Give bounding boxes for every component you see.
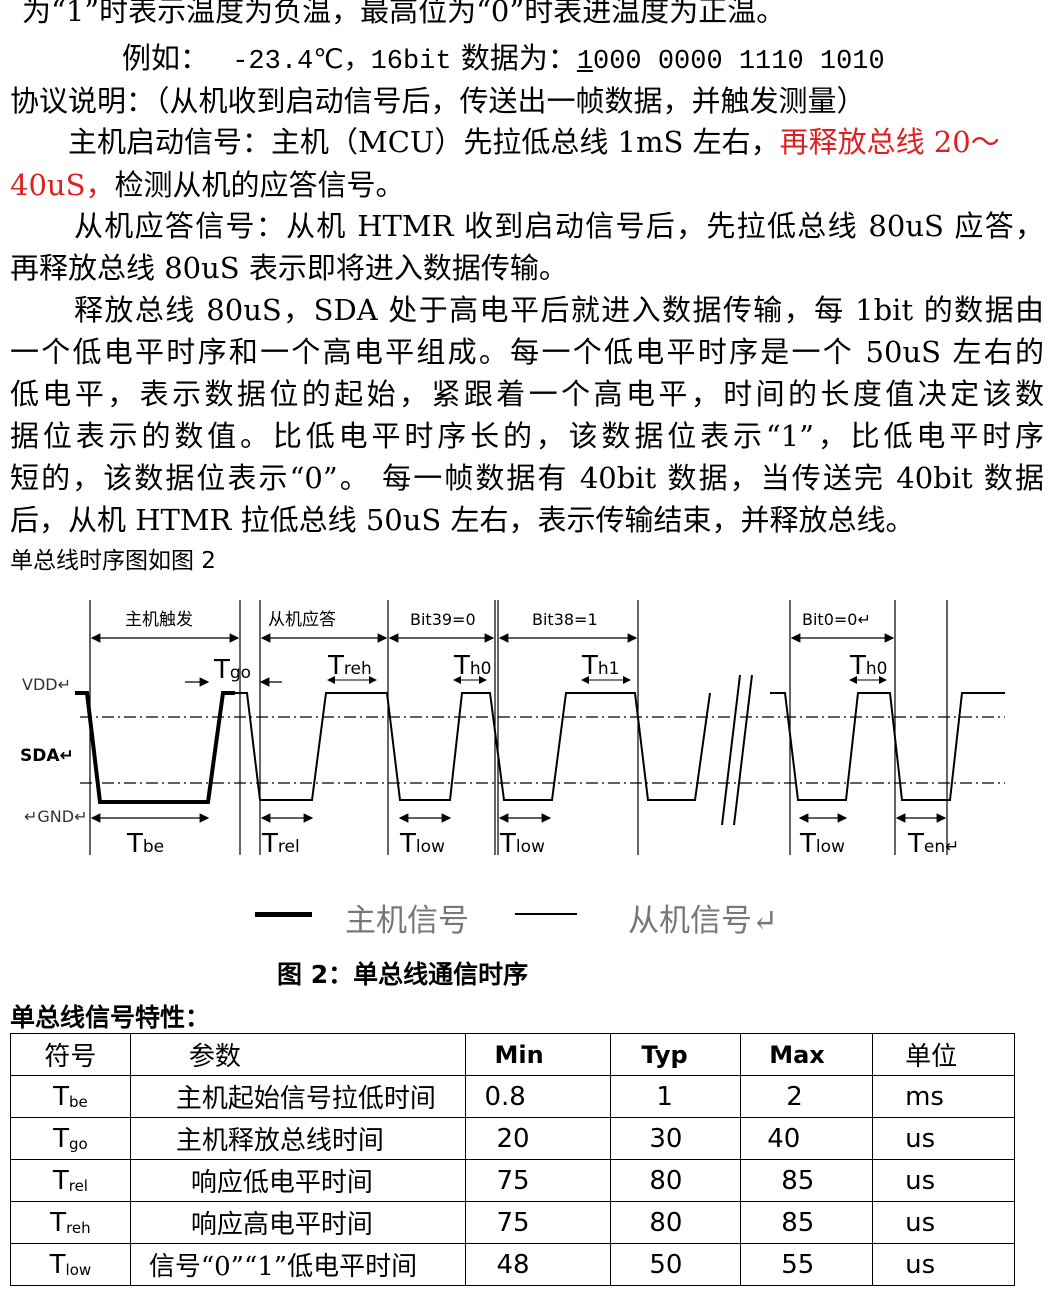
header-param: 参数 <box>129 1033 467 1076</box>
timing-trel: Trel <box>261 829 300 859</box>
table-row: Tlow 信号“0”“1”低电平时间 48 50 55 us <box>10 1243 1015 1286</box>
figure-caption: 图 2：单总线通信时序 <box>277 960 529 989</box>
timing-tgo: Tgo <box>213 655 251 685</box>
cell-unit: us <box>872 1201 1015 1244</box>
timing-ten: Ten↵ <box>907 829 959 859</box>
timing-tbe: Tbe <box>126 829 164 859</box>
cell-max: 2 <box>740 1075 874 1118</box>
cell-symbol: Trel <box>10 1159 131 1202</box>
header-min: Min <box>465 1033 612 1076</box>
timing-diagram: 主机触发 从机应答 Bit39=0 Bit38=1 Bit0=0↵ VDD↵ S… <box>20 600 1005 859</box>
host-signal-trace <box>75 691 235 804</box>
legend-host-label: 主机信号 <box>345 903 469 939</box>
cell-typ: 50 <box>610 1243 742 1286</box>
header-typ: Typ <box>610 1033 742 1076</box>
header-unit: 单位 <box>872 1033 1015 1076</box>
cell-min: 75 <box>465 1201 612 1244</box>
legend-slave-label: 从机信号↵ <box>628 903 778 939</box>
label-slave-ack: 从机应答 <box>268 610 336 630</box>
para-host-start-line2: 40uS，检测从机的应答信号。 <box>10 164 1044 207</box>
boundary-lines <box>89 600 948 855</box>
cell-max: 85 <box>740 1159 874 1202</box>
para-data-l2: 一个低电平时序和一个高电平组成。每一个低电平时序是一个 50uS 左右的 <box>10 335 1044 369</box>
cell-symbol: Tlow <box>10 1243 131 1286</box>
cell-param: 信号“0”“1”低电平时间 <box>129 1243 467 1286</box>
table-title: 单总线信号特性： <box>10 1003 211 1032</box>
para-data-l1: 释放总线 80uS，SDA 处于高电平后就进入数据传输，每 1bit 的数据由 <box>74 293 1044 327</box>
table-row: Treh 响应高电平时间 75 80 85 us <box>10 1201 1015 1244</box>
header-max: Max <box>740 1033 874 1076</box>
cell-min: 48 <box>465 1243 612 1286</box>
label-bit39: Bit39=0 <box>410 610 476 629</box>
para-data-l3: 低电平，表示数据位的起始，紧跟着一个高电平，时间的长度值决定该数 <box>10 377 1044 411</box>
example-bits-first: 1 <box>576 47 594 77</box>
signal-characteristics-table: 符号 参数 Min Typ Max 单位 Tbe 主机起始信号拉低时间 0.8 … <box>10 1033 1015 1286</box>
para-slave-ack-l1: 从机应答信号：从机 HTMR 收到启动信号后，先拉低总线 80uS 应答， <box>74 209 1044 243</box>
table-header-row: 符号 参数 Min Typ Max 单位 <box>10 1033 1015 1076</box>
fig-ref: 单总线时序图如图 2 <box>10 548 216 574</box>
text-line-example: 例如： -23.4℃，16bit 数据为：1000 0000 1110 1010 <box>122 37 1053 84</box>
para-data-l6: 后，从机 HTMR 拉低总线 50uS 左右，表示传输结束，并释放总线。 <box>10 503 915 537</box>
example-label: 例如： <box>122 41 210 75</box>
cell-symbol: Tbe <box>10 1075 131 1118</box>
para-slave-ack-l2: 再释放总线 80uS 表示即将进入数据传输。 <box>10 251 568 285</box>
label-vdd: VDD↵ <box>22 675 71 694</box>
para-host-start-text: 主机启动信号：主机（MCU）先拉低总线 1mS 左右， <box>68 125 780 159</box>
example-mid: 数据为： <box>460 41 577 75</box>
legend-host-line <box>255 912 312 917</box>
timing-th0-a: Th0 <box>453 651 491 681</box>
slave-signal-trace <box>235 692 711 801</box>
table-row: Tbe 主机起始信号拉低时间 0.8 1 2 ms <box>10 1075 1015 1118</box>
cell-param: 主机起始信号拉低时间 <box>129 1075 467 1118</box>
cell-min: 75 <box>465 1159 612 1202</box>
label-bit0: Bit0=0↵ <box>802 610 871 629</box>
cell-unit: us <box>872 1243 1015 1286</box>
cell-param: 响应高电平时间 <box>129 1201 467 1244</box>
label-sda: SDA↵ <box>20 746 74 766</box>
timing-th1: Th1 <box>581 651 619 681</box>
timing-treh: Treh <box>327 651 372 681</box>
para-host-start: 主机启动信号：主机（MCU）先拉低总线 1mS 左右，再释放总线 20～ <box>68 121 1044 164</box>
timing-tlow-1: Tlow <box>399 829 445 859</box>
cell-symbol: Treh <box>10 1201 131 1244</box>
timing-tlow-2: Tlow <box>499 829 545 859</box>
example-bits-rest: 000 0000 1110 1010 <box>593 47 885 77</box>
text-line-protocol: 协议说明：（从机收到启动信号后，传送出一帧数据，并触发测量） <box>10 84 866 118</box>
header-symbol: 符号 <box>10 1033 131 1076</box>
para-host-start-text-2: 检测从机的应答信号。 <box>114 168 405 202</box>
cell-typ: 1 <box>610 1075 742 1118</box>
cell-typ: 80 <box>610 1201 742 1244</box>
break-marks <box>721 674 753 826</box>
cell-typ: 80 <box>610 1159 742 1202</box>
para-data-l5: 短的，该数据位表示“0”。 每一帧数据有 40bit 数据，当传送完 40bit… <box>10 461 1044 495</box>
cell-param: 主机释放总线时间 <box>129 1117 467 1160</box>
cell-symbol: Tgo <box>10 1117 131 1160</box>
cell-max: 55 <box>740 1243 874 1286</box>
cell-min: 20 <box>465 1117 612 1160</box>
legend-slave-line <box>515 913 577 915</box>
table-row: Tgo 主机释放总线时间 20 30 40 us <box>10 1117 1015 1160</box>
cell-typ: 30 <box>610 1117 742 1160</box>
para-host-start-red: 再释放总线 20～ <box>779 125 1000 159</box>
label-gnd: ↵GND↵ <box>24 807 88 826</box>
label-host-trigger: 主机触发 <box>125 610 193 630</box>
cell-unit: ms <box>872 1075 1015 1118</box>
cell-unit: us <box>872 1117 1015 1160</box>
text-line-1: 为“1”时表示温度为负温，最高位为“0”时表进温度为正温。 <box>22 0 786 28</box>
example-temp: -23.4℃，16bit <box>232 47 452 77</box>
cell-param: 响应低电平时间 <box>129 1159 467 1202</box>
timing-th0-b: Th0 <box>849 651 887 681</box>
label-bit38: Bit38=1 <box>532 610 598 629</box>
timing-tlow-3: Tlow <box>799 829 845 859</box>
cell-max: 85 <box>740 1201 874 1244</box>
cell-max: 40 <box>740 1117 874 1160</box>
para-host-start-red-2: 40uS， <box>10 168 115 202</box>
table-row: Trel 响应低电平时间 75 80 85 us <box>10 1159 1015 1202</box>
cell-unit: us <box>872 1159 1015 1202</box>
slave-signal-trace-end <box>770 692 1005 801</box>
para-data-l4: 据位表示的数值。比低电平时序长的，该数据位表示“1”，比低电平时序 <box>10 419 1044 453</box>
cell-min: 0.8 <box>465 1075 612 1118</box>
